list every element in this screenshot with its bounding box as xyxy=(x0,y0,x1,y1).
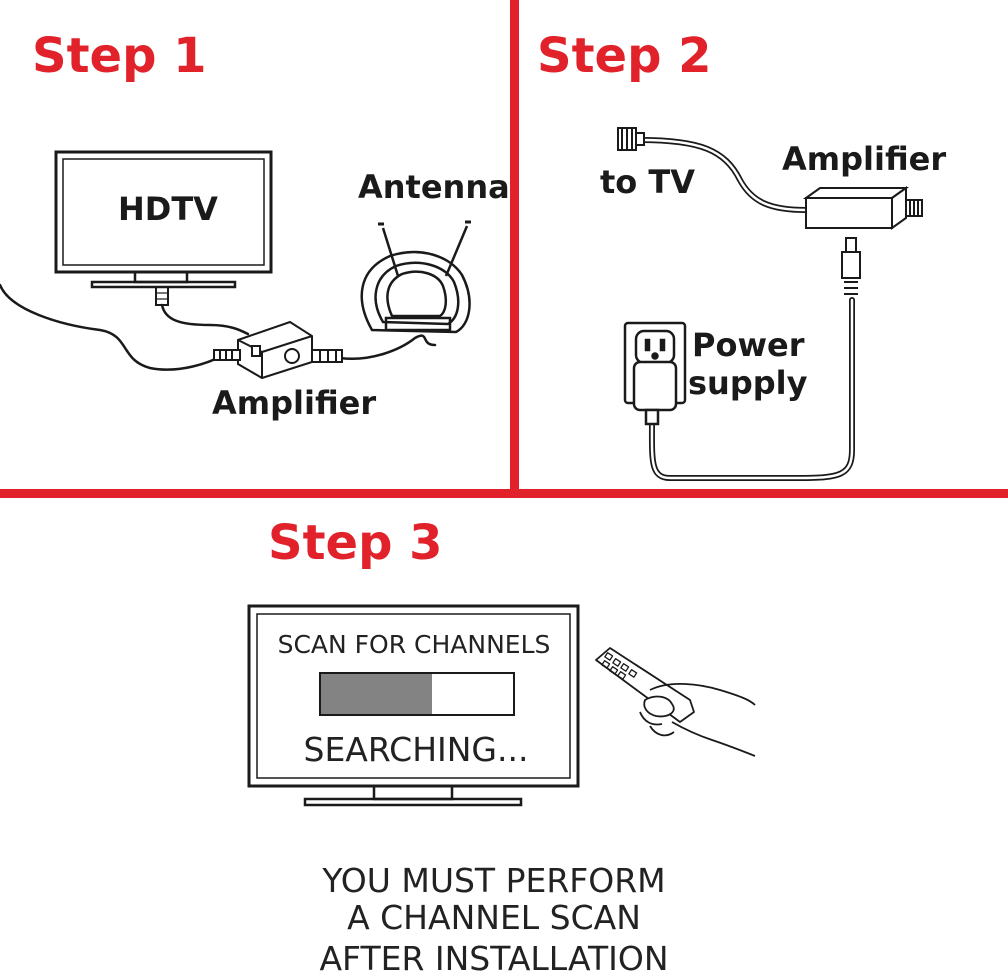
step2-panel: Step 2 to TV xyxy=(537,28,946,481)
to-tv-label: to TV xyxy=(600,163,695,201)
scan-screen-title: SCAN FOR CHANNELS xyxy=(278,630,551,659)
coax-connector-illustration xyxy=(617,127,645,151)
step3-heading: Step 3 xyxy=(268,515,443,571)
divider-vertical xyxy=(510,0,519,492)
divider-horizontal xyxy=(0,489,1008,498)
hdtv-illustration xyxy=(54,150,273,306)
step1-heading: Step 1 xyxy=(32,28,207,84)
scan-progress-fill xyxy=(321,674,432,714)
power-outlet-illustration xyxy=(623,321,687,426)
scan-screen-status: SEARCHING... xyxy=(304,730,529,769)
step2-heading: Step 2 xyxy=(537,28,712,84)
step1-cables xyxy=(0,283,437,371)
power-supply-label-line1: Power xyxy=(692,326,805,364)
step1-panel: Step 1 HDTV xyxy=(0,28,510,422)
hand-remote-illustration xyxy=(595,647,756,757)
step2-cables xyxy=(637,137,855,481)
hdtv-label: HDTV xyxy=(118,190,218,228)
step3-panel: Step 3 SCAN FOR CHANNELS SEARCHING... xyxy=(247,515,756,978)
antenna-illustration xyxy=(360,220,471,334)
scan-tv-illustration xyxy=(247,604,580,807)
amplifier-illustration-step1 xyxy=(213,320,343,380)
antenna-label: Antenna xyxy=(358,168,510,206)
notice-line3: AFTER INSTALLATION xyxy=(319,939,668,978)
power-supply-label-line2: supply xyxy=(688,364,808,402)
amplifier-illustration-step2 xyxy=(802,186,923,295)
amplifier-label-step2: Amplifier xyxy=(782,140,946,178)
notice-line1: YOU MUST PERFORM xyxy=(321,861,665,900)
notice-line2: A CHANNEL SCAN xyxy=(347,898,641,937)
amplifier-label-step1: Amplifier xyxy=(212,384,376,422)
